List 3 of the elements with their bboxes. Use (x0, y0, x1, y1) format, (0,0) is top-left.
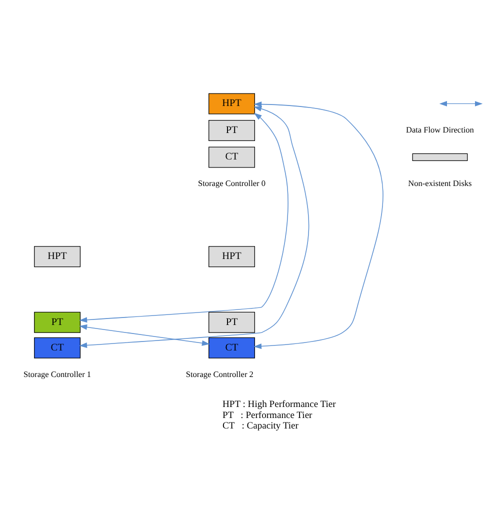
label: PT : Performance Tier (222, 409, 312, 420)
label: HPT : High Performance Tier (222, 398, 336, 410)
label: CT : Capacity Tier (222, 420, 298, 432)
